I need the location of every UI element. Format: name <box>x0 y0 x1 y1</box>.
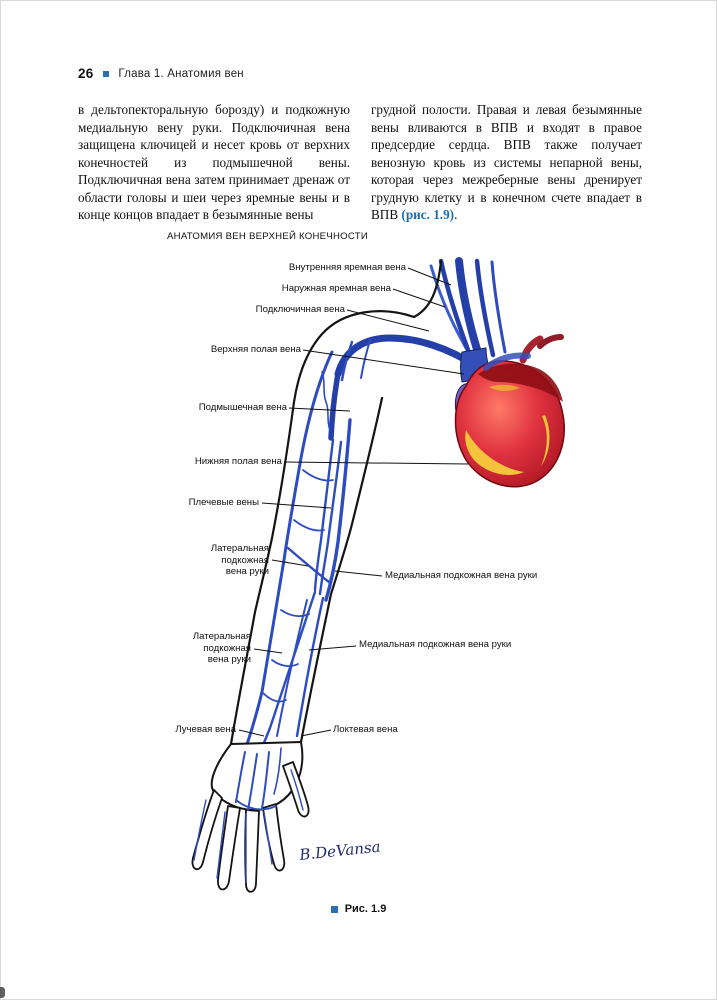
label-basilic-vein-upper: Медиальная подкожная вена руки <box>385 570 538 581</box>
anatomy-illustration: B.DeVansa <box>191 257 565 893</box>
body-column-right: грудной полости. Правая и левая безымянн… <box>371 101 642 224</box>
body-right-period: . <box>454 207 458 222</box>
arm-outline <box>229 259 443 746</box>
figure-title: АНАТОМИЯ ВЕН ВЕРХНЕЙ КОНЕЧНОСТИ <box>167 231 368 242</box>
label-external-jugular-vein: Наружная яремная вена <box>281 283 391 294</box>
body-column-left: в дельтопекторальную борозду) и подкожну… <box>78 101 350 224</box>
figure-caption: Рис. 1.9 <box>0 901 717 917</box>
page-number: 26 <box>78 66 94 81</box>
label-inferior-vena-cava: Нижняя полая вена <box>194 456 282 467</box>
label-ulnar-vein: Локтевая вена <box>333 724 398 735</box>
header-bullet-square <box>103 71 110 77</box>
heart <box>454 334 565 488</box>
page-header: 26 Глава 1. Анатомия вен <box>78 66 244 81</box>
subclavian-axillary-veins <box>328 334 480 441</box>
leader-lines <box>238 267 469 737</box>
chapter-title: Глава 1. Анатомия вен <box>118 67 244 80</box>
hand-veins <box>193 747 304 883</box>
label-brachial-veins: Плечевые вены <box>188 497 259 508</box>
label-cephalic-vein-lower: Латеральная подкожная вена руки <box>192 631 251 665</box>
label-subclavian-vein: Подключичная вена <box>255 304 345 315</box>
label-radial-vein: Лучевая вена <box>175 724 236 735</box>
label-cephalic-vein-upper: Латеральная подкожная вена руки <box>210 543 269 577</box>
body-left-paragraph: в дельтопекторальную борозду) и подкожну… <box>78 102 350 222</box>
label-internal-jugular-vein: Внутренняя яремная вена <box>288 262 406 273</box>
label-axillary-vein: Подмышечная вена <box>198 402 287 413</box>
figure-reference-link[interactable]: (рис. 1.9) <box>401 207 455 222</box>
body-right-paragraph: грудной полости. Правая и левая безымянн… <box>371 101 642 224</box>
caption-text: Рис. 1.9 <box>344 903 387 915</box>
scan-edge-artifact <box>0 987 5 998</box>
label-superior-vena-cava: Верхняя полая вена <box>210 344 301 355</box>
hand <box>191 741 310 893</box>
arm-veins <box>243 350 352 756</box>
caption-bullet-square <box>330 905 338 913</box>
illustrator-signature: B.DeVansa <box>298 838 382 865</box>
body-right-text: грудной полости. Правая и левая безымянн… <box>371 102 642 222</box>
label-basilic-vein-lower: Медиальная подкожная вена руки <box>359 639 512 650</box>
